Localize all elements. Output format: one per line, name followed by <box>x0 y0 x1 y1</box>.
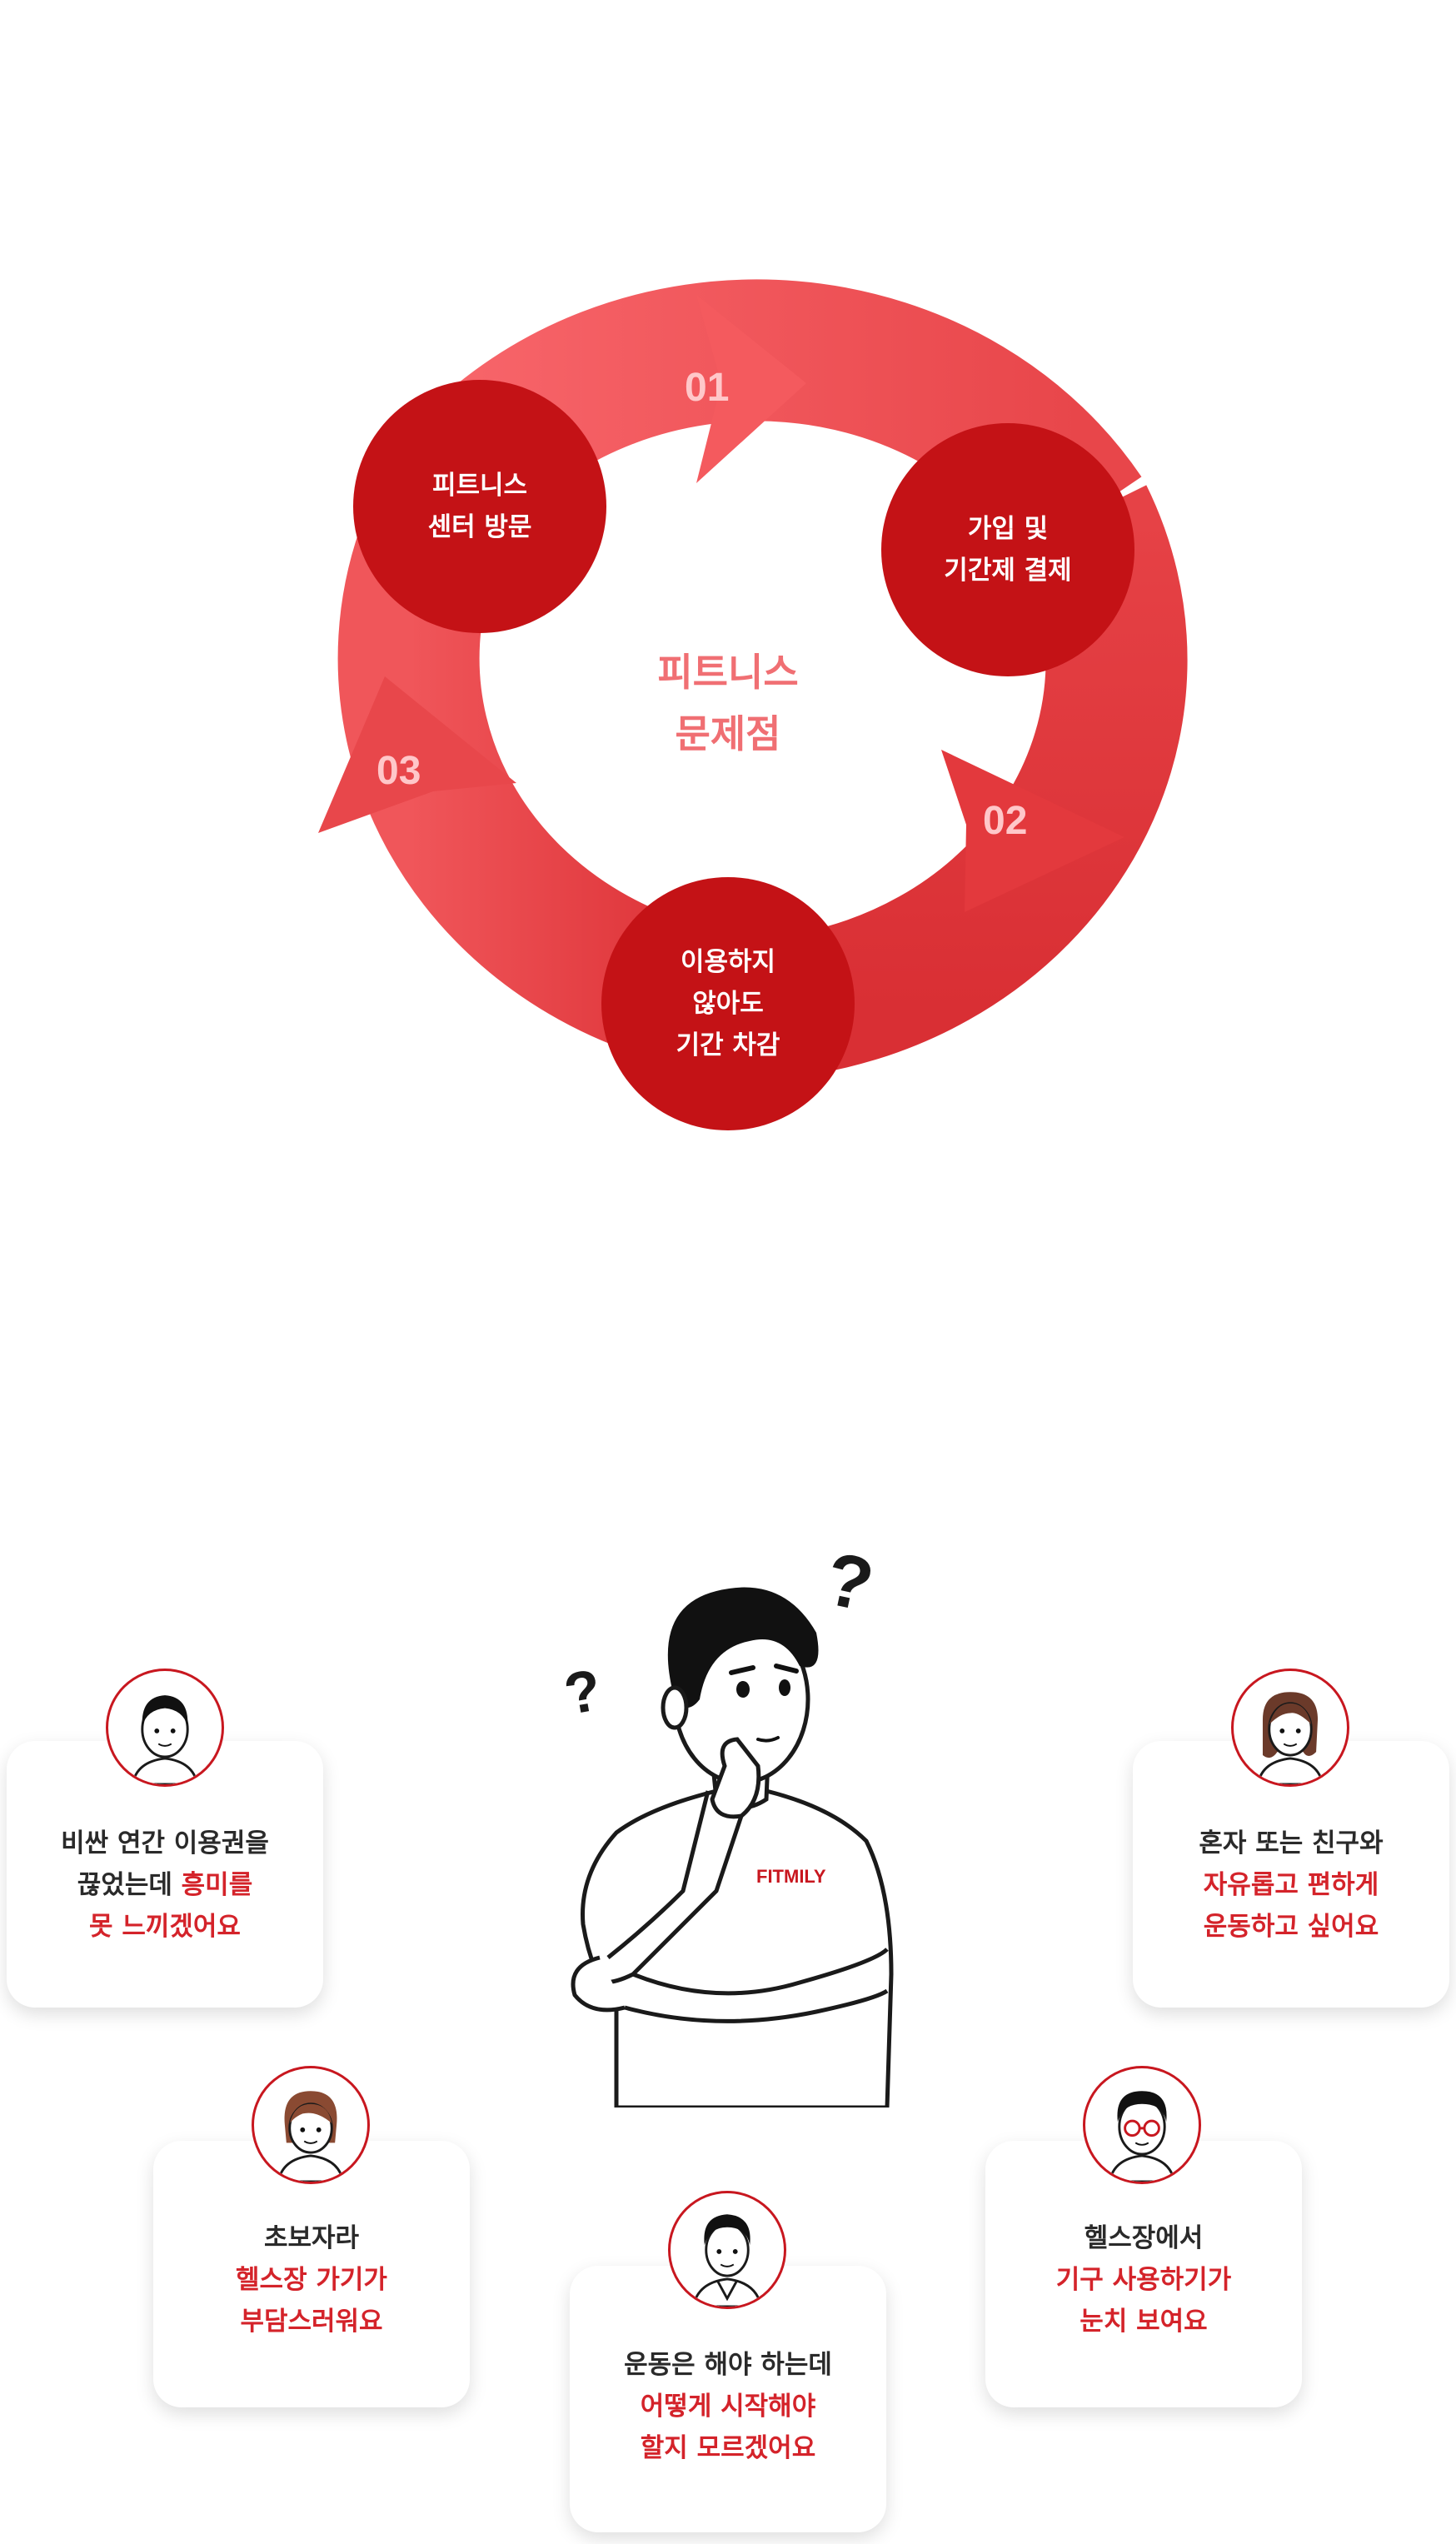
question-mark-icon: ? <box>818 1541 880 1628</box>
step-label-02: 가입 및 기간제 결제 <box>944 514 1072 586</box>
step-label-03: 이용하지 않아도 기간 차감 <box>676 947 780 1060</box>
step-number-02: 02 <box>983 799 1028 843</box>
avatar-man-glasses <box>1083 2066 1201 2184</box>
step-number-03: 03 <box>376 749 421 793</box>
avatar-woman-bob <box>252 2066 370 2184</box>
avatar-man-short-hair <box>106 1669 224 1787</box>
step-circle-01 <box>353 380 606 633</box>
step-circle-03 <box>601 877 855 1130</box>
arrow-head-02 <box>941 750 1124 912</box>
step-label-01: 피트니스 센터 방문 <box>427 471 532 542</box>
pain-point-card-5: 운동은 해야 하는데 어떻게 시작해야 할지 모르겠어요 <box>570 2266 886 2532</box>
cycle-diagram <box>318 279 1188 1130</box>
arrow-head-01 <box>696 295 806 483</box>
step-number-01: 01 <box>685 366 730 410</box>
pain-point-card-3: 초보자라 헬스장 가기가 부담스러워요 <box>153 2141 470 2407</box>
arrow-head-03 <box>318 676 516 833</box>
thinking-man-illustration: ? ? FITMILY <box>560 1541 894 2108</box>
step-circle-02 <box>881 423 1134 676</box>
cycle-center-title: 피트니스 문제점 <box>657 650 799 756</box>
avatar-woman-ponytail <box>1231 1669 1349 1787</box>
shirt-logo-text: FITMILY <box>756 1866 826 1887</box>
pain-point-card-4: 헬스장에서 기구 사용하기가 눈치 보여요 <box>985 2141 1302 2407</box>
avatar-man-suit <box>668 2191 786 2309</box>
question-mark-icon: ? <box>560 1657 606 1727</box>
